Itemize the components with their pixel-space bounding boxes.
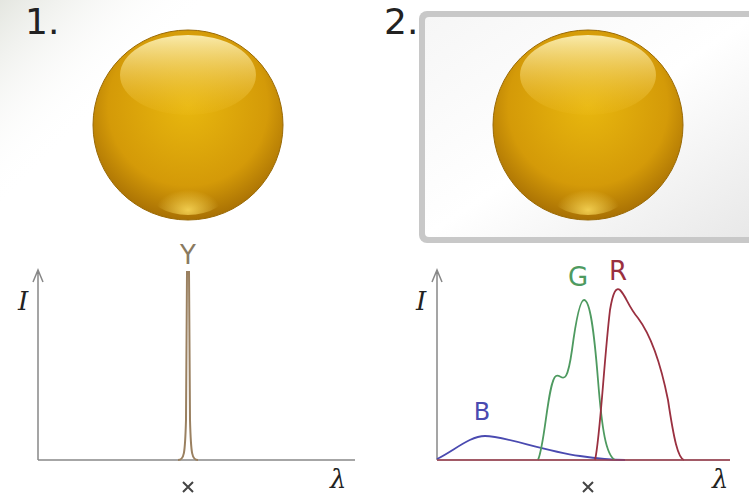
axis-label: λ: [712, 466, 728, 492]
tick-mark: [183, 482, 193, 492]
axes: [432, 270, 730, 460]
red-curve: [595, 289, 684, 460]
axes: [33, 270, 355, 460]
axis-label: I: [416, 288, 426, 314]
sphere: [493, 30, 683, 220]
background-shade: [0, 0, 300, 300]
peak-label: Y: [180, 242, 196, 268]
axis-label: I: [18, 288, 28, 314]
axis-label: λ: [330, 466, 346, 492]
sphere: [93, 30, 283, 220]
curve-label: B: [474, 400, 490, 424]
baseline: [437, 459, 730, 461]
panel-number: 1.: [25, 4, 59, 40]
screen: [425, 17, 749, 237]
tick-mark: [583, 482, 593, 492]
panel-number: 2.: [384, 4, 418, 40]
spectrum-line: [178, 272, 198, 460]
screen-frame: [419, 11, 749, 243]
curve-label: R: [609, 258, 627, 284]
curve-label: G: [568, 264, 588, 290]
